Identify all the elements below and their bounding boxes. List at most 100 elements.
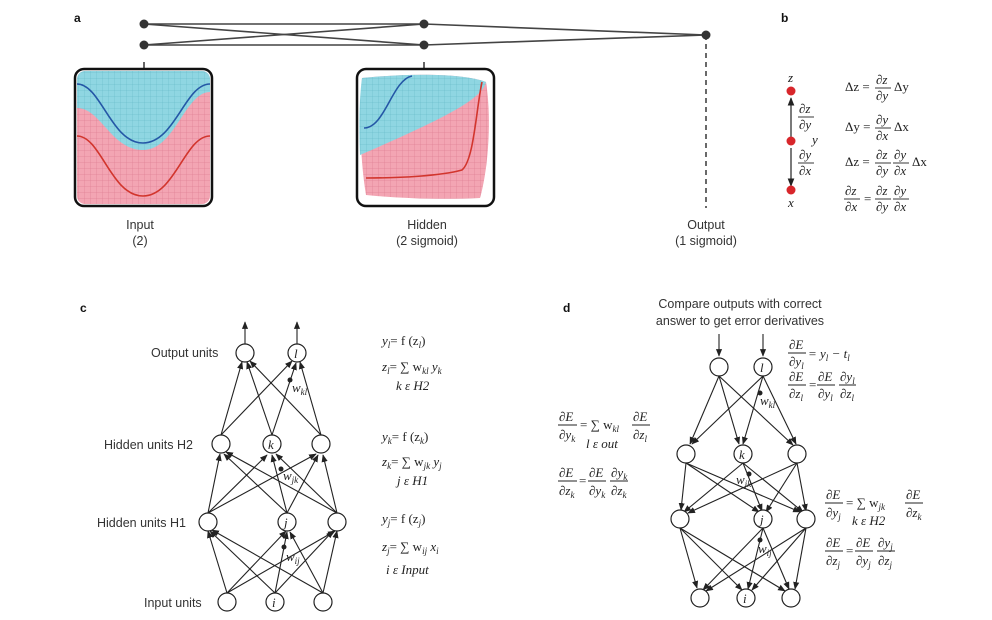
- svg-text:∂z: ∂z: [876, 72, 887, 87]
- svg-text:∂z: ∂z: [876, 183, 887, 198]
- input-node-2: [139, 40, 149, 50]
- svg-text:∂zk: ∂zk: [906, 505, 922, 522]
- hidden-space-frame: [355, 67, 496, 208]
- svg-text:Δy =: Δy =: [845, 119, 870, 134]
- input-sub-label: (2): [132, 234, 147, 248]
- svg-text:∂y: ∂y: [876, 163, 888, 178]
- svg-text:∂yk: ∂yk: [589, 483, 606, 500]
- svg-text:∂y: ∂y: [876, 199, 888, 214]
- hidden-node-2: [419, 40, 429, 50]
- b-y-label: y: [810, 132, 818, 147]
- output-sub-label: (1 sigmoid): [675, 234, 737, 248]
- c-output-units-label: Output units: [151, 346, 218, 360]
- panel-b-chain: z y x ∂z ∂y ∂y ∂x: [786, 70, 818, 210]
- panel-c-edges: [207, 321, 339, 594]
- b-x-label: x: [787, 195, 794, 210]
- input-space-plot: [77, 71, 210, 204]
- svg-text:∂zl: ∂zl: [789, 386, 803, 403]
- svg-text:wkl: wkl: [292, 380, 308, 397]
- panel-b-label: b: [781, 11, 788, 25]
- svg-text:=: =: [579, 473, 586, 488]
- svg-text:∂zk: ∂zk: [559, 483, 575, 500]
- svg-text:wkl: wkl: [760, 393, 776, 410]
- panel-d-nodes: [670, 357, 816, 608]
- svg-text:k ε H2: k ε H2: [852, 513, 886, 528]
- panel-c-weight-labels: wkl wjk wij: [283, 380, 308, 566]
- output-node: [701, 30, 711, 40]
- svg-text:∂y: ∂y: [799, 117, 811, 132]
- panel-c-label: c: [80, 301, 87, 315]
- svg-text:∂zj: ∂zj: [878, 553, 892, 570]
- svg-text:=: =: [864, 191, 871, 206]
- svg-text:∂y: ∂y: [876, 88, 888, 103]
- svg-text:wjk: wjk: [736, 472, 752, 489]
- hidden-node-1: [419, 19, 429, 29]
- hidden-label: Hidden: [407, 218, 447, 232]
- d-node-l: l: [760, 360, 764, 375]
- panel-d-weight-dots: [746, 390, 763, 543]
- panel-d-eq-output: ∂E ∂yl = yl − tl ∂E ∂zl = ∂E ∂yl ∂yl ∂zl: [788, 337, 856, 403]
- svg-text:yl= f (zl): yl= f (zl): [380, 333, 425, 350]
- svg-text:Δy: Δy: [894, 79, 909, 94]
- svg-text:zk= ∑ wjk yj: zk= ∑ wjk yj: [381, 454, 442, 471]
- panel-d-label: d: [563, 301, 570, 315]
- svg-text:yj= f (zj): yj= f (zj): [380, 511, 425, 528]
- svg-text:= yl − tl: = yl − tl: [808, 346, 850, 363]
- svg-text:∂zj: ∂zj: [826, 553, 840, 570]
- hidden-space-plot: [359, 71, 492, 204]
- svg-text:j ε H1: j ε H1: [395, 473, 428, 488]
- svg-text:zj= ∑ wij xi: zj= ∑ wij xi: [381, 539, 439, 556]
- svg-text:∂E: ∂E: [818, 369, 832, 384]
- svg-text:∂x: ∂x: [799, 163, 811, 178]
- svg-text:∂E: ∂E: [826, 535, 840, 550]
- svg-text:∂y: ∂y: [876, 112, 888, 127]
- svg-text:∂x: ∂x: [845, 199, 857, 214]
- svg-text:∂y: ∂y: [799, 147, 811, 162]
- svg-text:wjk: wjk: [283, 468, 299, 485]
- panel-d-eq-h1: ∂E ∂yj = ∑ wjk k ε H2 ∂E ∂zk ∂E ∂zj = ∂E…: [825, 487, 923, 570]
- svg-text:Δz =: Δz =: [845, 79, 870, 94]
- svg-text:∂zk: ∂zk: [611, 483, 627, 500]
- svg-text:=: =: [846, 543, 853, 558]
- svg-text:∂zl: ∂zl: [633, 427, 647, 444]
- input-space-frame: [73, 67, 214, 208]
- c-node-k: k: [268, 437, 274, 452]
- input-node-1: [139, 19, 149, 29]
- svg-text:∂E: ∂E: [856, 535, 870, 550]
- d-node-j: j: [758, 512, 764, 527]
- svg-text:zl= ∑ wkl yk: zl= ∑ wkl yk: [381, 359, 443, 376]
- svg-text:∂E: ∂E: [559, 409, 573, 424]
- svg-text:Δz =: Δz =: [845, 154, 870, 169]
- svg-text:∂yk: ∂yk: [611, 465, 628, 482]
- svg-text:∂yl: ∂yl: [840, 369, 855, 386]
- svg-text:∂x: ∂x: [894, 163, 906, 178]
- panel-c-nodes: [198, 343, 347, 612]
- svg-text:∂E: ∂E: [906, 487, 920, 502]
- panel-c-weight-dots: [278, 377, 293, 550]
- svg-text:∂y: ∂y: [894, 147, 906, 162]
- svg-text:∂E: ∂E: [789, 369, 803, 384]
- svg-text:wij: wij: [286, 549, 300, 566]
- c-hidden-h1-label: Hidden units H1: [97, 516, 186, 530]
- c-input-units-label: Input units: [144, 596, 202, 610]
- d-node-k: k: [739, 447, 745, 462]
- svg-text:∂E: ∂E: [589, 465, 603, 480]
- svg-text:∂E: ∂E: [789, 337, 803, 352]
- svg-text:yk= f (zk): yk= f (zk): [380, 429, 428, 446]
- panel-b-equations: Δz = ∂z ∂y Δy Δy = ∂y ∂x Δx Δz = ∂z ∂y ∂…: [844, 72, 927, 214]
- panel-d-edges: [678, 334, 808, 592]
- panel-a-network: [143, 23, 707, 208]
- svg-text:∂yk: ∂yk: [559, 427, 576, 444]
- svg-text:∂yl: ∂yl: [789, 354, 804, 371]
- panel-d-eq-h2: ∂E ∂yk = ∑ wkl l ε out ∂E ∂zl ∂E ∂zk = ∂…: [558, 409, 650, 500]
- svg-text:Δx: Δx: [894, 119, 909, 134]
- svg-text:wij: wij: [758, 541, 772, 558]
- svg-text:∂z: ∂z: [876, 147, 887, 162]
- svg-text:∂E: ∂E: [633, 409, 647, 424]
- svg-text:∂yj: ∂yj: [878, 535, 893, 552]
- d-caption-line2: answer to get error derivatives: [656, 314, 824, 328]
- c-node-i: i: [272, 595, 276, 610]
- panel-d-weight-labels: wkl wjk wij: [736, 393, 776, 558]
